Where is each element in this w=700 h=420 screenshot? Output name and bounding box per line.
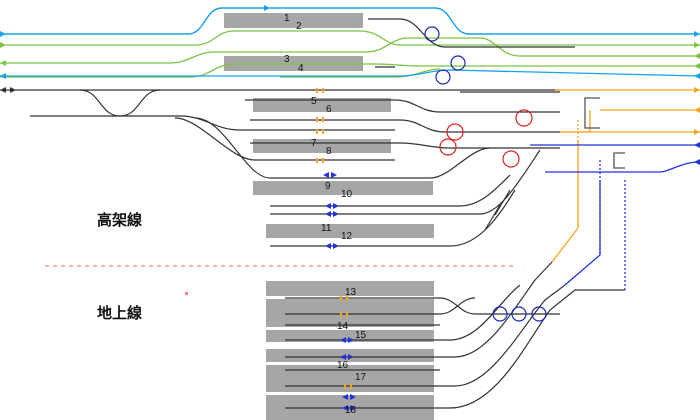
platform-5-6	[253, 98, 391, 112]
track-number: 6	[326, 104, 332, 115]
crossings-blue	[424, 26, 547, 322]
track-number: 10	[341, 189, 353, 200]
arrow-left-icon	[694, 107, 700, 113]
track-number: 2	[296, 21, 302, 32]
arrow-left-icon	[694, 63, 700, 69]
track-number: 13	[345, 287, 357, 298]
platform-1-2	[224, 13, 363, 28]
track-number: 17	[355, 372, 367, 383]
track-number: 8	[326, 146, 332, 157]
green-lines	[0, 30, 700, 78]
blue-line-lower	[0, 69, 700, 77]
arrow-right-icon	[0, 31, 6, 37]
track-number: 7	[311, 138, 317, 149]
track-number: 15	[355, 330, 367, 341]
crossing-circle	[515, 109, 533, 127]
blue-line	[0, 7, 700, 35]
track-number: 4	[298, 63, 304, 74]
platform-markers	[316, 88, 356, 411]
arrow-left-icon	[694, 142, 700, 148]
orange-lines	[551, 89, 700, 263]
track-numbers: 1 2 3 4 5 6 7 8 9 10 11 12 13 14 15 16 1…	[284, 13, 367, 416]
platform-11-12	[266, 224, 434, 238]
crossing-circle	[435, 69, 451, 85]
crossings-red	[439, 109, 533, 168]
elevated-line-label: 高架線	[97, 211, 142, 229]
crossing-circle	[511, 306, 527, 322]
track-number: 5	[311, 96, 317, 107]
arrow-left-icon	[694, 159, 700, 165]
arrow-right-icon	[694, 42, 700, 48]
arrow-left-icon	[0, 73, 6, 79]
track-number: 12	[341, 231, 353, 242]
crossing-circle	[450, 55, 466, 71]
crossing-circle	[424, 26, 440, 42]
crossing-circle	[446, 123, 464, 141]
crossing-circle	[531, 306, 547, 322]
arrow-right-icon	[694, 87, 700, 93]
arrow-right-icon	[694, 129, 700, 135]
track-number: 11	[321, 223, 332, 234]
platform-9-10	[253, 181, 433, 195]
dark-blue-dotted	[599, 160, 626, 290]
arrow-left-icon	[694, 73, 700, 79]
crossing-circle	[439, 138, 457, 156]
arrow-left-icon	[0, 60, 6, 66]
track-number: 1	[284, 13, 290, 24]
platform-7-8	[253, 139, 391, 153]
ground-line-label: 地上線	[97, 304, 142, 322]
buffer-stops	[584, 97, 625, 169]
arrow-right-icon	[0, 42, 6, 48]
track-number: 16	[337, 360, 349, 371]
arrow-right-icon	[10, 87, 16, 93]
crossing-circle	[502, 150, 520, 168]
arrow-left-icon	[694, 53, 700, 59]
arrow-right-icon	[694, 31, 700, 37]
marker-dot	[185, 292, 188, 295]
track-number: 9	[325, 181, 331, 192]
crossing-circle	[492, 306, 508, 322]
arrows	[0, 5, 700, 165]
track-number: 18	[345, 405, 357, 416]
gray-tracks	[0, 18, 575, 247]
arrow-right-icon	[264, 5, 270, 11]
track-number: 3	[284, 54, 290, 65]
arrow-left-icon	[0, 87, 6, 93]
dark-blue-lines	[530, 144, 700, 286]
platforms	[224, 13, 434, 420]
track-number: 14	[337, 321, 349, 332]
ground-tracks	[285, 261, 625, 409]
